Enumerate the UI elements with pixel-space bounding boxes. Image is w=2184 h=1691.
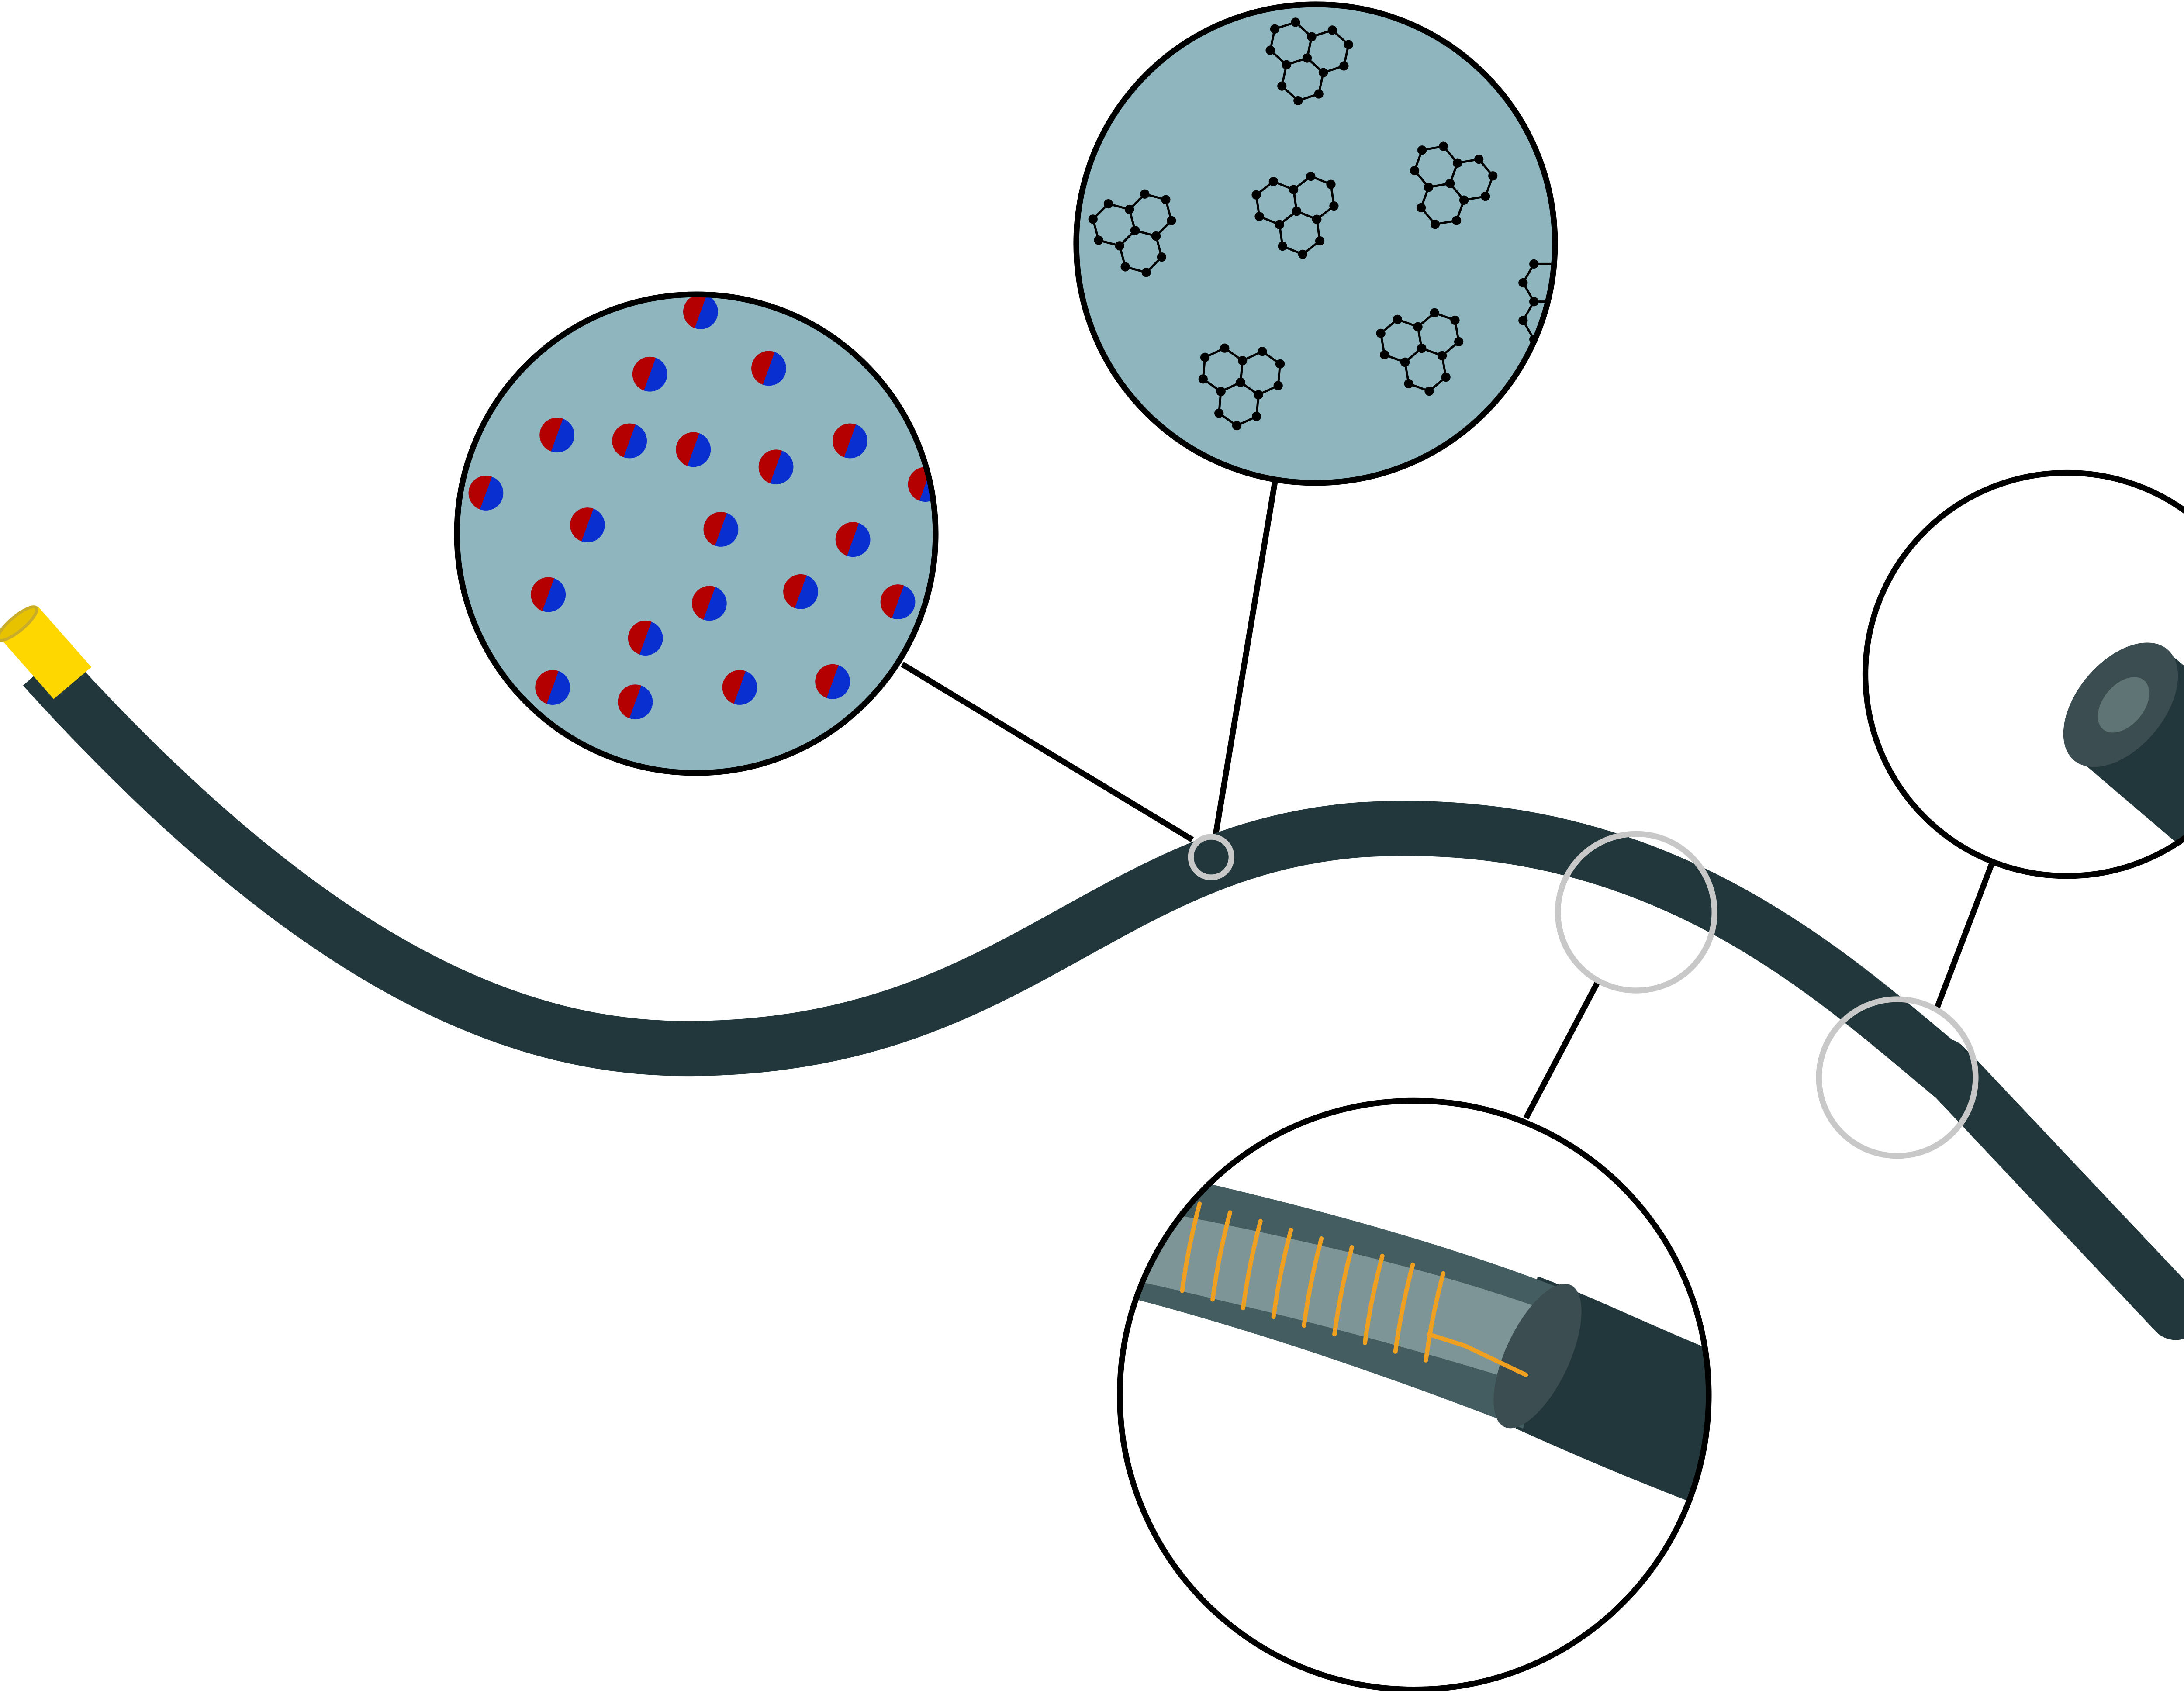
polar-molecule bbox=[676, 432, 711, 467]
connector-line-cross bbox=[1526, 983, 1597, 1118]
fiber-cross-section-inset bbox=[1102, 1101, 1726, 1689]
polar-molecule bbox=[833, 424, 867, 459]
polar-molecule bbox=[469, 476, 504, 511]
connector-line-tip bbox=[1936, 864, 1991, 1009]
polar-molecule bbox=[815, 664, 850, 699]
connector-line-dye bbox=[902, 664, 1192, 840]
fiber-tip-inset bbox=[1866, 473, 2184, 876]
polar-molecule bbox=[759, 449, 794, 484]
polar-molecule bbox=[570, 507, 605, 542]
polar-molecule bbox=[632, 357, 667, 392]
dye-molecules-inset bbox=[457, 294, 943, 773]
polar-molecule bbox=[722, 670, 757, 705]
polar-molecule bbox=[704, 512, 739, 547]
polar-molecule bbox=[531, 577, 566, 612]
polar-molecule bbox=[535, 670, 570, 705]
polar-molecule bbox=[539, 418, 574, 452]
polar-molecule bbox=[783, 574, 818, 609]
fiber-end-cap-rounded bbox=[1944, 1066, 2176, 1313]
polar-molecule bbox=[683, 294, 718, 329]
optical-fiber bbox=[44, 667, 2179, 1314]
polar-molecule bbox=[836, 522, 871, 557]
polar-molecule bbox=[881, 584, 916, 619]
connector-line-aromatic bbox=[1216, 481, 1275, 835]
connector-lines bbox=[902, 481, 1992, 1118]
polar-molecule bbox=[751, 351, 786, 386]
polar-molecule bbox=[628, 621, 663, 656]
polar-molecule bbox=[692, 586, 727, 621]
aromatic-molecules-inset bbox=[1076, 4, 1604, 483]
polar-molecule bbox=[612, 424, 647, 459]
polar-molecule bbox=[618, 684, 653, 719]
